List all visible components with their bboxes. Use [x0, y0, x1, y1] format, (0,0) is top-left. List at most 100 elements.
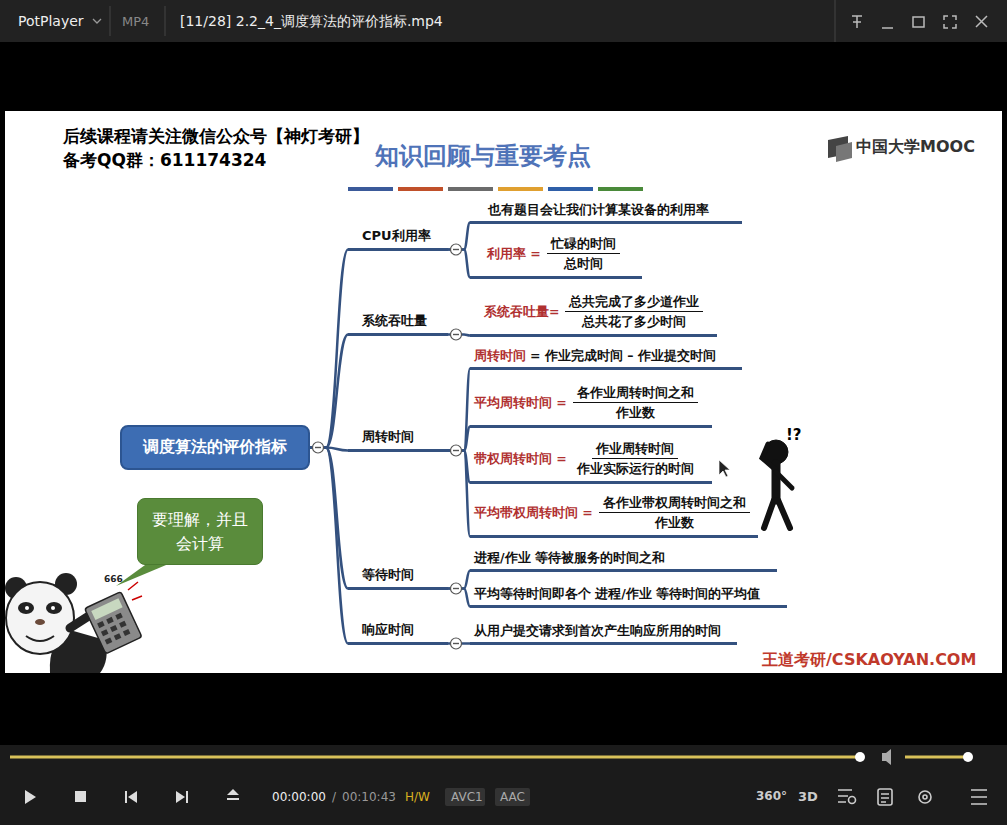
control-bar: [0, 745, 1007, 825]
title-separators: [110, 0, 835, 42]
leaf-topic: 从用户提交请求到首次产生响应所用的时间: [470, 620, 737, 645]
mindmap-branch-line: [310, 448, 348, 589]
formula-name: 带权周转时间 =: [474, 450, 567, 467]
branch-text: 等待时间: [362, 566, 442, 584]
collapse-toggle: [451, 583, 462, 594]
branch-text: 周转时间: [362, 428, 442, 446]
branch-topic: CPU利用率: [348, 227, 448, 251]
mindmap-branch-line: [310, 335, 348, 448]
formula-name: 平均周转时间 =: [474, 394, 567, 411]
leaf-text: 也有题目会让我们计算某设备的利用率: [488, 201, 734, 218]
formula-topic: 周转时间 = 作业完成时间 – 作业提交时间: [470, 345, 742, 370]
collapse-toggle: [451, 445, 462, 456]
slide-title: 知识回顾与重要考点: [375, 140, 591, 172]
formula-name: 周转时间: [474, 348, 526, 363]
title-color-bars: [348, 187, 643, 191]
formula-topic: 带权周转时间 = 作业周转时间作业实际运行的时间: [470, 437, 712, 484]
leaf-topic: 平均等待时间即各个 进程/作业 等待时间的平均值: [470, 583, 787, 608]
formula-name: 平均带权周转时间 =: [474, 504, 593, 521]
root-topic-box: 调度算法的评价指标: [120, 425, 310, 470]
fraction: 作业周转时间作业实际运行的时间: [573, 439, 698, 478]
progress-bar: [10, 752, 865, 762]
hw-badge: H/W: [405, 790, 430, 804]
current-time: 00:00:00: [272, 790, 326, 804]
mouse-cursor: [719, 460, 730, 477]
root-topic-text: 调度算法的评价指标: [143, 437, 287, 458]
branch-topic: 系统吞吐量: [348, 312, 448, 336]
slide: [5, 111, 1002, 673]
leaf-text: 平均等待时间即各个 进程/作业 等待时间的平均值: [474, 585, 779, 602]
fraction: 各作业周转时间之和作业数: [573, 383, 698, 422]
formula-topic: 利用率 = 忙碌的时间总时间: [470, 232, 642, 279]
calculator-display: 666: [104, 574, 123, 584]
branch-text: CPU利用率: [362, 227, 442, 245]
3d-button: 3D: [798, 789, 818, 804]
vr-button: 360°: [756, 789, 787, 803]
denominator: 作业数: [612, 403, 659, 422]
file-name: [11/28] 2.2_4_调度算法的评价指标.mp4: [180, 13, 443, 31]
branch-topic: 周转时间: [348, 428, 448, 452]
leaf-topic: 也有题目会让我们计算某设备的利用率: [470, 199, 742, 224]
denominator: 作业实际运行的时间: [573, 459, 698, 478]
fraction: 总共完成了多少道作业总共花了多少时间: [565, 292, 703, 331]
format-tab: MP4: [122, 14, 149, 29]
mindmap-branch-line: [448, 369, 470, 451]
formula-topic: 平均带权周转时间 = 各作业带权周转时间之和作业数: [470, 491, 758, 538]
formula-topic: 系统吞吐量= 总共完成了多少道作业总共花了多少时间: [470, 290, 717, 337]
mindmap-branch-line: [448, 451, 470, 537]
numerator: 作业周转时间: [592, 439, 678, 459]
total-time: 00:10:43: [342, 790, 396, 804]
numerator: 忙碌的时间: [547, 234, 620, 254]
branch-topic: 等待时间: [348, 566, 448, 590]
formula-body: = 作业完成时间 – 作业提交时间: [530, 348, 716, 363]
numerator: 总共完成了多少道作业: [565, 292, 703, 312]
option-buttons: [838, 789, 987, 805]
branch-text: 系统吞吐量: [362, 312, 442, 330]
speech-bubble: 要理解，并且会计算: [137, 498, 263, 565]
formula-topic: 平均周转时间 = 各作业周转时间之和作业数: [470, 381, 712, 428]
mindmap-branch-line: [310, 448, 348, 644]
denominator: 作业数: [651, 513, 698, 532]
numerator: 各作业带权周转时间之和: [599, 493, 750, 513]
confused-mark: !?: [786, 426, 802, 444]
mooc-logo-text: 中国大学MOOC: [856, 137, 975, 158]
mindmap-branch-line: [310, 250, 348, 448]
header-note: 备考QQ群：611174324: [63, 149, 266, 172]
codec-badge: AVC1: [451, 790, 483, 804]
playback-buttons: [25, 789, 239, 804]
menu-chevron: [93, 19, 101, 23]
denominator: 总时间: [560, 254, 607, 273]
collapse-toggle: [451, 244, 462, 255]
collapse-toggle: [313, 442, 324, 453]
fraction: 各作业带权周转时间之和作业数: [599, 493, 750, 532]
collapse-toggle: [451, 638, 462, 649]
branch-text: 响应时间: [362, 621, 442, 639]
confused-stick-figure: [762, 440, 792, 528]
codec-badges: [445, 788, 530, 806]
numerator: 各作业周转时间之和: [573, 383, 698, 403]
leaf-text: 进程/作业 等待被服务的时间之和: [474, 549, 769, 566]
formula-name: 系统吞吐量=: [484, 303, 559, 320]
fraction: 忙碌的时间总时间: [547, 234, 620, 273]
volume-control: [882, 749, 973, 765]
time-separator: /: [332, 790, 336, 804]
app-name: PotPlayer: [18, 13, 84, 29]
formula-name: 利用率 =: [487, 245, 541, 262]
panda-meme: [5, 573, 142, 673]
denominator: 总共花了多少时间: [578, 312, 690, 331]
leaf-topic: 进程/作业 等待被服务的时间之和: [470, 547, 777, 572]
window-buttons: [852, 16, 987, 28]
header-note: 后续课程请关注微信公众号【神灯考研】: [63, 125, 369, 148]
collapse-toggle: [451, 329, 462, 340]
video-area: [0, 42, 1007, 745]
mooc-logo-icon: [828, 136, 852, 162]
leaf-text: 从用户提交请求到首次产生响应所用的时间: [474, 622, 729, 639]
codec-badge: AAC: [500, 790, 525, 804]
title-bar: [0, 0, 1007, 42]
branch-topic: 响应时间: [348, 621, 448, 645]
watermark: 王道考研/CSKAOYAN.COM: [762, 650, 976, 671]
callout-text: 要理解，并且会计算: [150, 508, 250, 554]
